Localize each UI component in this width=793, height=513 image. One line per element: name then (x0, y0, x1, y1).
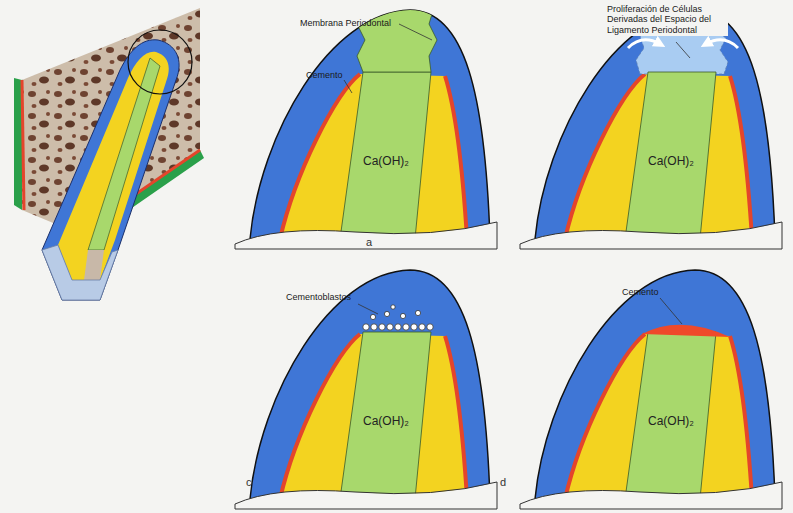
panel-letter: c (246, 476, 252, 489)
panel-c (235, 270, 497, 509)
panel-a (235, 4, 497, 249)
panel-letter: d (500, 476, 506, 489)
material-label: Ca(OH)₂ (648, 415, 694, 429)
part-label: Cementoblastos (286, 292, 351, 302)
panel-letter: a (366, 236, 372, 249)
part-label: Cemento (622, 287, 659, 297)
tooth-overview (14, 8, 204, 300)
part-label: Cemento (306, 70, 343, 80)
part-label: Proliferación de Células Derivadas del E… (604, 3, 728, 36)
material-label: Ca(OH)₂ (648, 155, 694, 169)
part-label: Membrana Periodontal (300, 18, 391, 28)
leader-lines (344, 24, 690, 324)
panel-d (520, 270, 782, 509)
panel-b (520, 10, 782, 249)
material-label: Ca(OH)₂ (363, 155, 409, 169)
material-label: Ca(OH)₂ (363, 415, 409, 429)
